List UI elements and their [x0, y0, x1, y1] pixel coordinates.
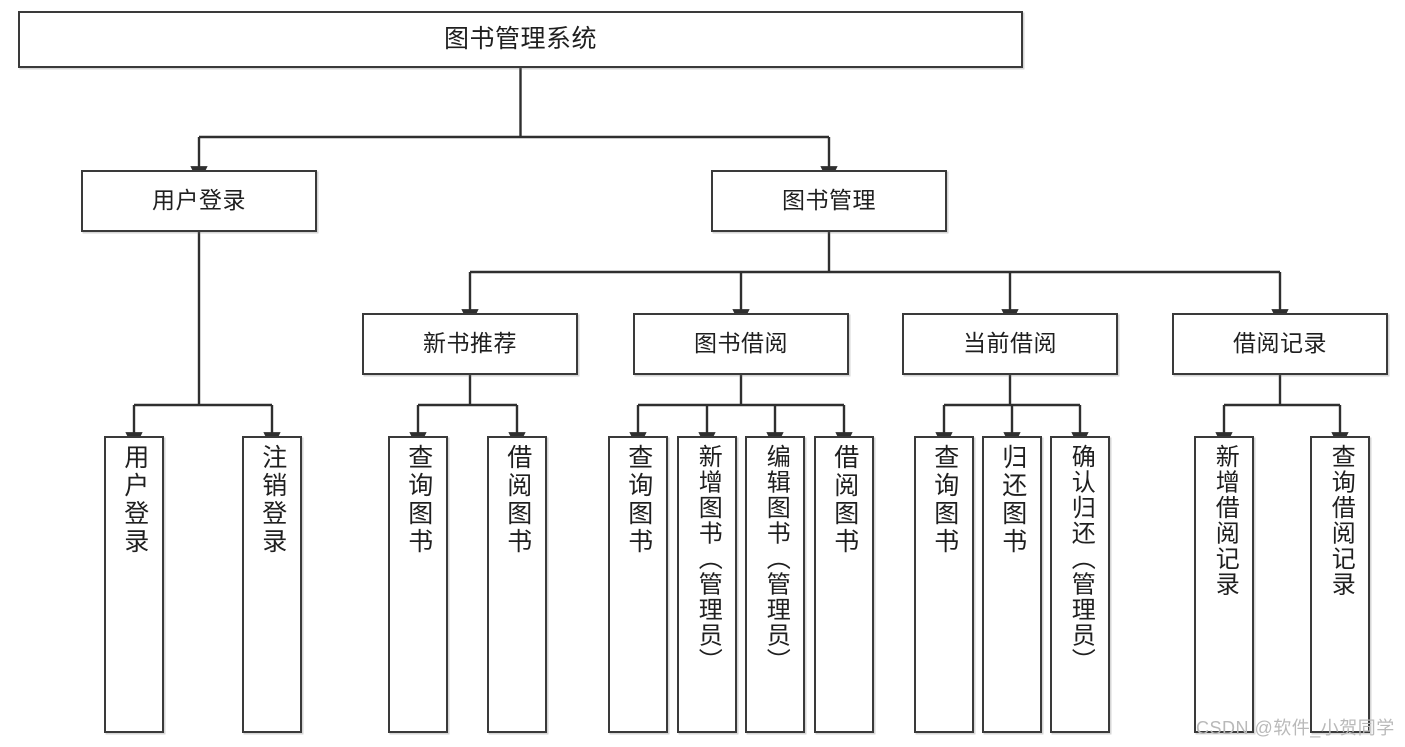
node-bookmgmt[interactable]: 图书管理 — [711, 170, 947, 232]
node-leaf-login-1[interactable]: 用户登录 — [104, 436, 164, 733]
node-label: 新书推荐 — [423, 330, 517, 357]
edges — [125, 68, 1349, 450]
node-label: 用户登录 — [152, 187, 246, 214]
node-leaf-borrow-2[interactable]: 新增图书（管理员） — [677, 436, 737, 733]
node-label: 用户登录 — [120, 444, 149, 556]
node-records[interactable]: 借阅记录 — [1172, 313, 1388, 375]
node-label: 借阅记录 — [1233, 330, 1327, 357]
node-borrow[interactable]: 图书借阅 — [633, 313, 849, 375]
node-root[interactable]: 图书管理系统 — [18, 11, 1023, 68]
watermark-text: CSDN @软件_小贺同学 — [1196, 718, 1395, 738]
node-label: 确认归还（管理员） — [1067, 444, 1095, 674]
node-label: 借阅图书 — [830, 444, 859, 556]
node-label: 查询图书 — [930, 444, 959, 556]
node-label: 编辑图书（管理员） — [762, 444, 790, 674]
node-label: 图书管理系统 — [443, 24, 597, 53]
node-leaf-newbook-2[interactable]: 借阅图书 — [487, 436, 547, 733]
node-leaf-borrow-4[interactable]: 借阅图书 — [814, 436, 874, 733]
node-leaf-current-1[interactable]: 查询图书 — [914, 436, 974, 733]
node-label: 注销登录 — [258, 444, 287, 556]
node-label: 查询图书 — [624, 444, 653, 556]
node-leaf-login-2[interactable]: 注销登录 — [242, 436, 302, 733]
node-label: 当前借阅 — [963, 330, 1057, 357]
node-leaf-current-2[interactable]: 归还图书 — [982, 436, 1042, 733]
node-current[interactable]: 当前借阅 — [902, 313, 1118, 375]
node-label: 新增图书（管理员） — [694, 444, 722, 674]
node-label: 查询图书 — [404, 444, 433, 556]
node-label: 图书管理 — [782, 187, 876, 214]
node-leaf-records-1[interactable]: 新增借阅记录 — [1194, 436, 1254, 733]
node-leaf-newbook-1[interactable]: 查询图书 — [388, 436, 448, 733]
node-label: 归还图书 — [998, 444, 1027, 556]
node-leaf-borrow-3[interactable]: 编辑图书（管理员） — [745, 436, 805, 733]
node-label: 新增借阅记录 — [1211, 444, 1239, 597]
node-leaf-records-2[interactable]: 查询借阅记录 — [1310, 436, 1370, 733]
node-label: 借阅图书 — [503, 444, 532, 556]
node-leaf-borrow-1[interactable]: 查询图书 — [608, 436, 668, 733]
node-leaf-current-3[interactable]: 确认归还（管理员） — [1050, 436, 1110, 733]
node-login[interactable]: 用户登录 — [81, 170, 317, 232]
node-label: 查询借阅记录 — [1327, 444, 1355, 597]
node-label: 图书借阅 — [694, 330, 788, 357]
node-newbook[interactable]: 新书推荐 — [362, 313, 578, 375]
